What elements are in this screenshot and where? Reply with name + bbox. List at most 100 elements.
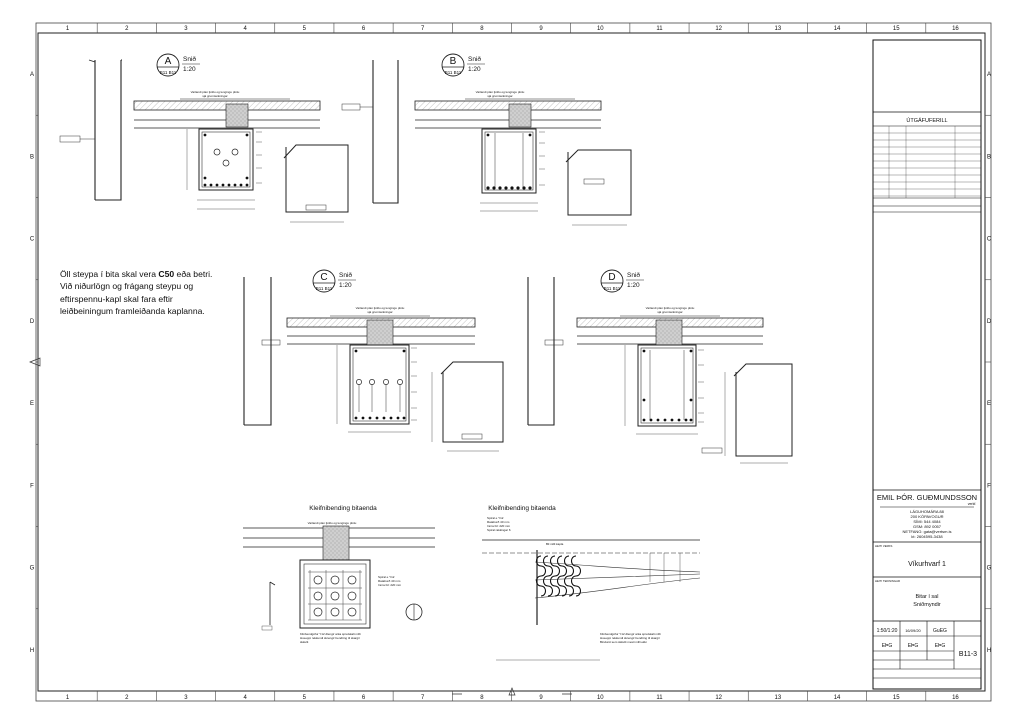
grid-col-label-bottom: 5 [303, 695, 307, 701]
section-a-letter: A [165, 56, 172, 67]
kennitala: kt: 2604595-3438 [911, 534, 943, 539]
detail-right: Kleifnibending bitaenda Spíral e Y12 Rat… [482, 505, 701, 661]
title-block: ÚTGÁFUFERILL EMIL ÞÓR. GUÐMUNDSSON verkf… [872, 39, 982, 690]
svg-text:sjá grunnteikningar: sjá grunnteikningar [487, 94, 512, 98]
grid-row-label-right: E [987, 401, 991, 407]
note-line-4: leiðbeiningum framleiðanda kaplanna. [60, 306, 205, 317]
section-d-scale: 1:20 [627, 282, 640, 289]
section-c-letter: C [320, 272, 327, 283]
section-b-letter: B [450, 56, 457, 67]
address-line-1: LÁGUHOMÁRA 88 [910, 509, 945, 514]
address-line-2: 200 KÓPAVOGUR [911, 514, 944, 519]
section-b-ref: B11 B11 [445, 70, 462, 75]
note-line-1-start: Öll steypa í bita skal vera [60, 269, 159, 279]
svg-text:skkulit: skkulit [300, 640, 309, 644]
wall-b [372, 60, 399, 204]
section-b: B B11 B11 Snið 1:20 Varlandi plan ljótil… [341, 53, 632, 226]
note-line-2: Við niðurlögn og frágang steypu og [60, 281, 194, 292]
grid-col-label-top: 12 [715, 26, 722, 32]
svg-text:Spíral rakkingar 6: Spíral rakkingar 6 [487, 528, 511, 532]
section-c-label: Snið [339, 271, 352, 279]
revision-table [873, 126, 981, 198]
grid-col-label-top: 5 [303, 26, 307, 32]
svg-text:sjá grunnteikningar: sjá grunnteikningar [367, 310, 392, 314]
grid-row-label-left: B [30, 154, 34, 160]
beam-d [637, 344, 697, 427]
beam-b [481, 128, 537, 194]
svg-text:Spíral e Y12: Spíral e Y12 [487, 516, 504, 520]
drawing-title-2: Sniðmyndir [913, 601, 941, 608]
grid-row-label-left: C [30, 237, 35, 243]
detail-left: Kleifnibending bitaenda Varlandi plan lj… [243, 505, 435, 644]
sheet-border-inner [37, 32, 986, 692]
grid-col-label-top: 14 [834, 26, 841, 32]
spiral-coil [542, 555, 554, 597]
grid-row-label-left: H [30, 648, 34, 654]
grid-row-label-left: A [30, 72, 34, 78]
section-b-scale: 1:20 [468, 66, 481, 73]
grid-col-label-bottom: 1 [66, 695, 70, 701]
grid-row-label-right: D [987, 319, 992, 325]
grid-col-label-top: 1 [66, 26, 70, 32]
drawn-by-value: GuEG [933, 628, 947, 634]
phone: SÍMI: 544 4084 [913, 519, 941, 524]
detail-right-title: Kleifnibending bitaenda [488, 505, 556, 512]
spiral-coil [535, 555, 547, 597]
grid-row-label-right: G [987, 566, 992, 572]
svg-text:Bindunit sem skkulit mesti mil: Bindunit sem skkulit mesti milli ekki [600, 640, 647, 644]
svg-text:sjá grunnteikningar: sjá grunnteikningar [657, 310, 682, 314]
section-a-ref: B11 B11 [160, 70, 177, 75]
revision-heading: ÚTGÁFUFERILL [906, 117, 947, 124]
wall-a [94, 59, 122, 201]
spiral-coil [556, 555, 568, 597]
stirrup-d [733, 363, 793, 457]
section-d-bubble [600, 269, 624, 293]
svg-text:Hveeppi rekkundi skrengir bend: Hveeppi rekkundi skrengir bendting til s… [600, 636, 660, 640]
date-value: 16/09/20 [905, 628, 921, 633]
section-c-ref: B11 B11 [316, 286, 333, 291]
grid-row-label-left: F [30, 483, 34, 489]
stirrup-a [283, 144, 349, 213]
note-line-3: eftirspennu-kapl skal fara eftir [60, 293, 173, 304]
grid-col-label-top: 2 [125, 26, 129, 32]
grid-row-label-right: H [987, 648, 991, 654]
grid-col-label-bottom: 8 [480, 695, 484, 701]
grid-col-label-top: 9 [539, 26, 543, 32]
svg-text:Innra bil: 220 mm: Innra bil: 220 mm [487, 524, 511, 528]
grid-col-label-top: 15 [893, 26, 900, 32]
grid-col-label-top: 3 [184, 26, 188, 32]
grid-col-label-top: 7 [421, 26, 425, 32]
grid-col-label-bottom: 7 [421, 695, 425, 701]
drawing-number: B11-3 [959, 651, 977, 658]
svg-text:Rataburð 40 mm: Rataburð 40 mm [378, 578, 401, 583]
svg-text:Bil milli kapla: Bil milli kapla [546, 542, 564, 546]
svg-text:Varlandi plan ljótilu og lengi: Varlandi plan ljótilu og lengingu plötu [308, 521, 357, 525]
scale-value: 1:50/1:20 [877, 628, 898, 634]
section-c-bubble [312, 269, 336, 293]
grid-col-label-bottom: 13 [775, 695, 782, 701]
engineer-suffix: verkf. [968, 502, 977, 506]
gsm: GSM: 892 0057 [913, 524, 942, 529]
grid-col-label-bottom: 16 [952, 695, 959, 701]
email: NETFANG: gata@vertsm.is [903, 529, 952, 534]
grid-col-label-top: 11 [656, 26, 663, 32]
note-concrete-grade: C50 [158, 269, 175, 279]
wall-d [527, 277, 555, 426]
grid-row-label-right: B [987, 154, 991, 160]
center-mark-left [29, 357, 41, 367]
spiral-coil [549, 555, 561, 597]
designed-by-value: EÞG [882, 643, 893, 649]
drawing-title-1: Bitar í sal [916, 594, 939, 600]
grid-row-label-left: G [30, 566, 35, 572]
drawing-label: HEITI TEIKNINGAR [875, 579, 900, 583]
grid-row-label-left: E [30, 401, 34, 407]
grid-row-label-right: A [987, 72, 991, 78]
general-note: Öll steypa í bita skal vera C50 eða betr… [60, 268, 230, 318]
section-b-bubble [441, 53, 465, 77]
approved-by-value: EÞG [935, 643, 946, 649]
svg-text:Innra bil: 220 mm: Innra bil: 220 mm [378, 583, 402, 587]
grid-col-label-bottom: 6 [362, 695, 366, 701]
stirrup-c [440, 361, 504, 443]
